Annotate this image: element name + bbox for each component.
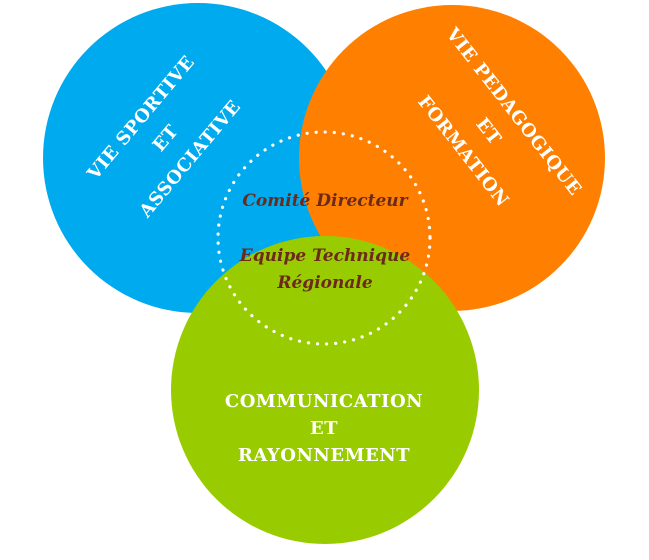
center-label-group: Comité Directeur Equipe Technique Région… — [239, 191, 411, 293]
committee-label: Comité Directeur — [242, 191, 408, 211]
center-dotted-ring — [216, 130, 432, 346]
team-label-line2: Régionale — [276, 273, 372, 293]
communication-label-line3: RAYONNEMENT — [238, 445, 410, 466]
communication-label-line2: ET — [310, 418, 338, 439]
circle-vie-sportive — [43, 3, 353, 313]
communication-label-group: COMMUNICATION ET RAYONNEMENT — [225, 391, 423, 466]
communication-label-line1: COMMUNICATION — [225, 391, 423, 412]
circle-communication — [171, 236, 479, 544]
team-label-line1: Equipe Technique — [239, 246, 411, 266]
circle-vie-pedagogique — [299, 5, 605, 311]
